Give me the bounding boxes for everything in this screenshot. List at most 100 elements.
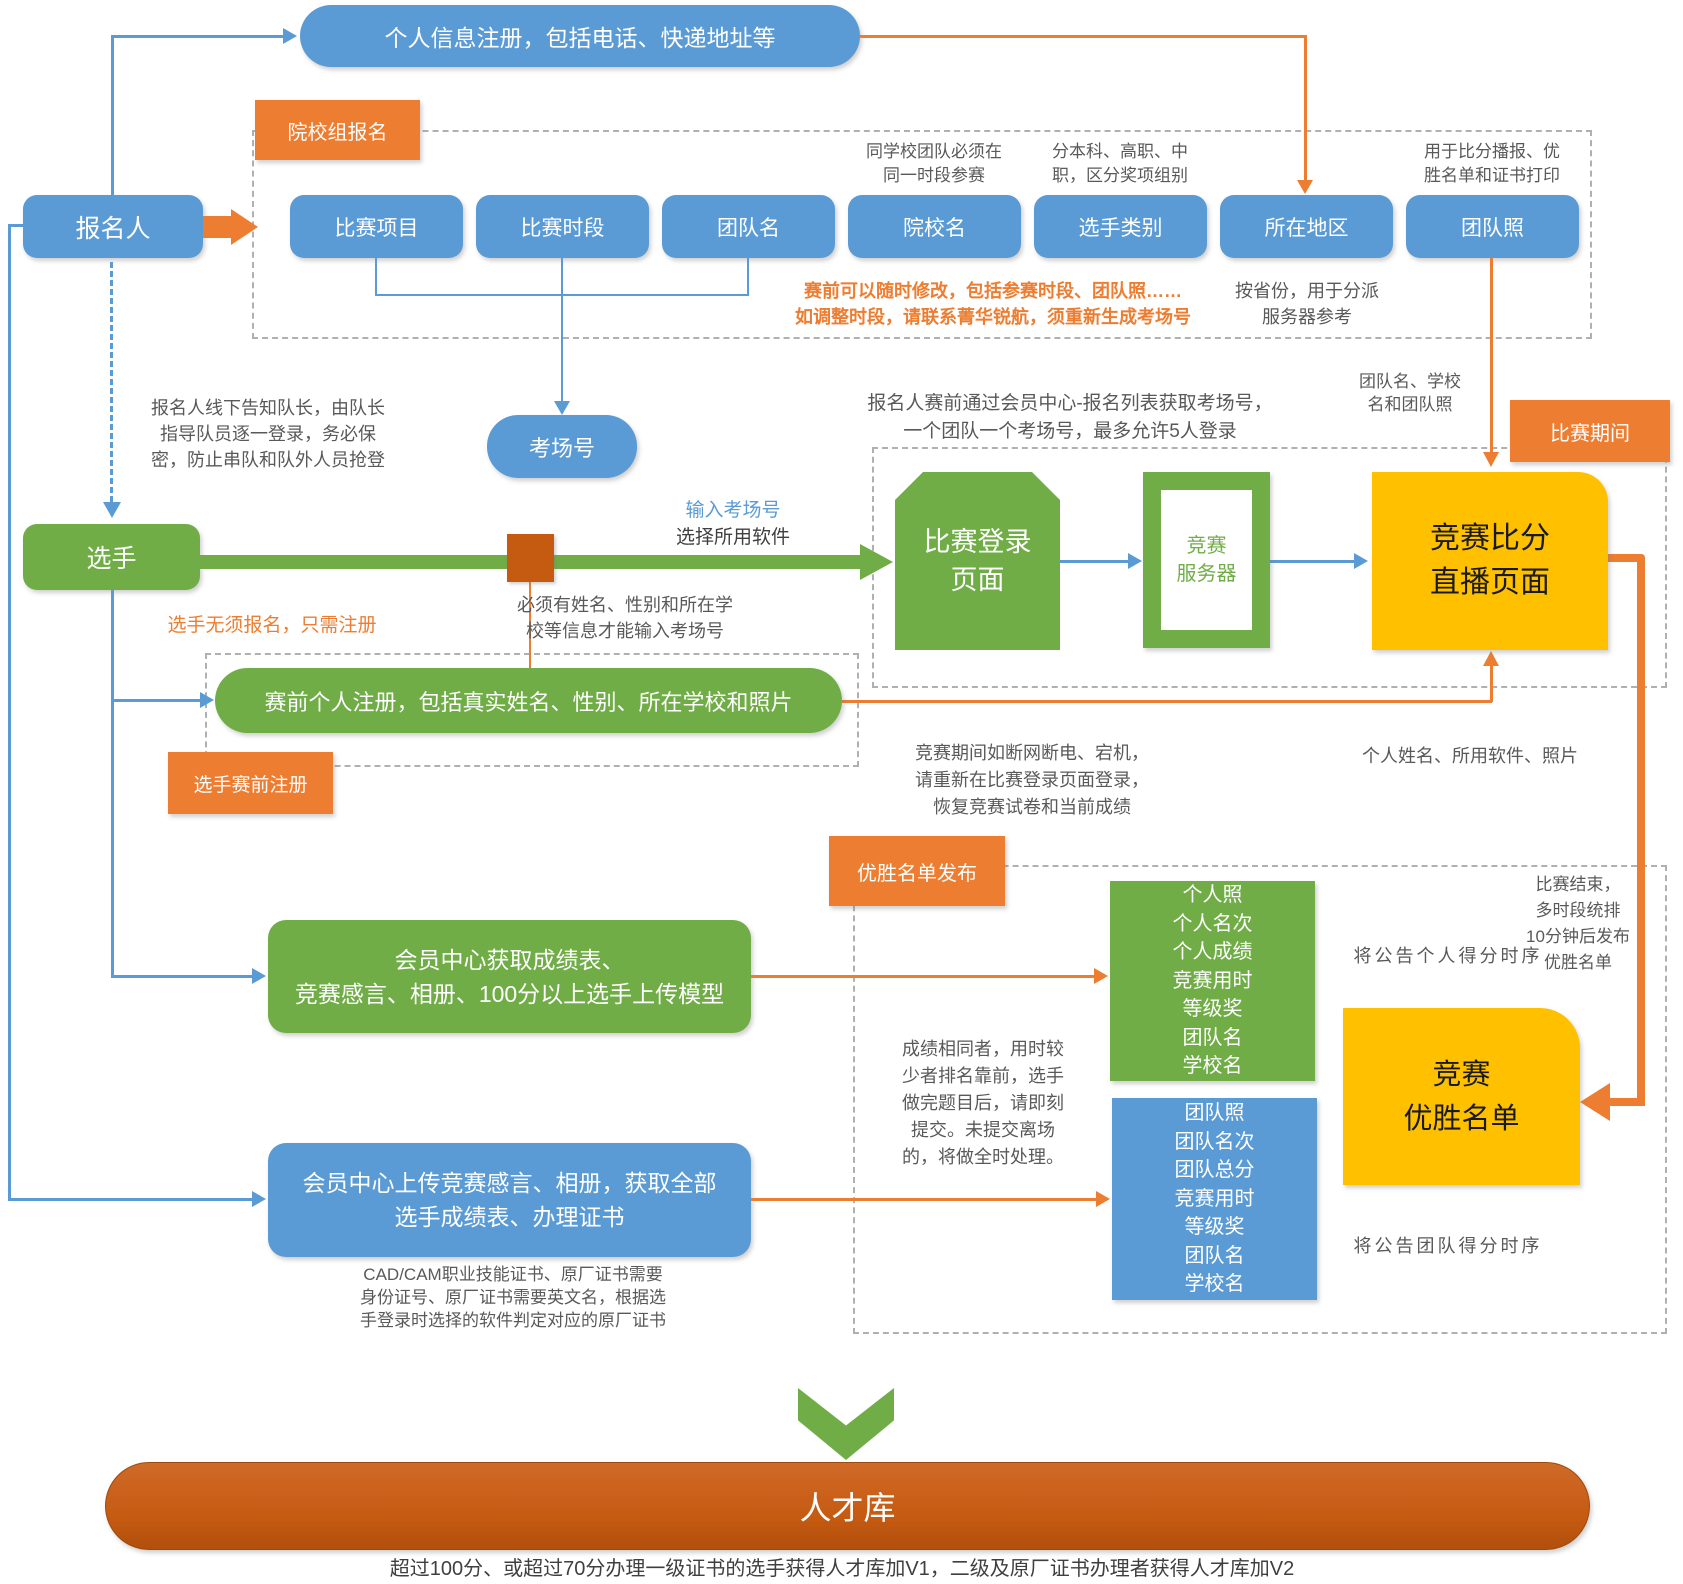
connector-into-winners-h (1608, 1098, 1645, 1106)
field-school-name: 院校名 (848, 195, 1021, 258)
team-result-item: 团队照 (1184, 1102, 1245, 1125)
note-enter-room: 输入考场号 (633, 495, 833, 522)
note-team-rank: 将公告团队得分时序 (1298, 1232, 1598, 1258)
group-school-registration-label: 院校组报名 (255, 100, 420, 160)
fat-arrow-registrant-body (203, 216, 231, 238)
note-must-info-l1: 必须有姓名、性别和所在学 (517, 595, 733, 615)
note-must-info-l2: 校等信息才能输入考场号 (526, 621, 724, 641)
team-result-item: 团队名次 (1174, 1130, 1255, 1153)
note-team-school-photo-l1: 团队名、学校 (1359, 372, 1461, 391)
player-label: 选手 (86, 545, 137, 573)
server-l1: 竞赛 (1186, 535, 1227, 557)
note-disconnect: 竞赛期间如断网断电、宕机， 请重新在比赛登录页面登录， 恢复竞赛试卷和当前成绩 (872, 740, 1192, 821)
note-province-l2: 服务器参考 (1262, 307, 1352, 327)
connector-teamphoto-to-live (1490, 258, 1493, 454)
note-cert-l2: 身份证号、原厂证书需要英文名，根据选 (360, 1288, 666, 1307)
field-region-label: 所在地区 (1264, 216, 1349, 240)
fat-arrow-registrant-head (231, 209, 258, 245)
team-result-item: 团队总分 (1174, 1159, 1255, 1182)
winners-publish-text: 优胜名单发布 (857, 862, 977, 885)
note-category-l2: 职，区分奖项组别 (1052, 166, 1188, 185)
note-tie-l4: 提交。未提交离场 (911, 1120, 1055, 1140)
personal-info-node: 个人信息注册，包括电话、快递地址等 (300, 5, 860, 67)
note-modify-l2: 如调整时段，请联系菁华锐航，须重新生成考场号 (795, 307, 1191, 327)
personal-info-label: 个人信息注册，包括电话、快递地址等 (384, 25, 776, 51)
note-no-registration-text: 选手无须报名，只需注册 (167, 615, 377, 636)
connector-registrant-to-personal-info-h (111, 35, 283, 38)
personal-result-item: 团队名 (1182, 1026, 1243, 1049)
note-province-l1: 按省份，用于分派 (1235, 281, 1379, 301)
personal-result-item: 个人成绩 (1172, 941, 1253, 964)
note-get-room-l1: 报名人赛前通过会员中心-报名列表获取考场号， (867, 393, 1273, 414)
member-upload-l2: 选手成绩表、办理证书 (394, 1204, 625, 1230)
member-get-node: 会员中心获取成绩表、竞赛感言、相册、100分以上选手上传模型 (268, 920, 751, 1033)
connector-personal-info-to-region-h (860, 35, 1307, 38)
note-personal-rank: 将公告个人得分时序 (1298, 942, 1598, 968)
pre-registration-label: 赛前个人注册，包括真实姓名、性别、所在学校和照片 (264, 689, 793, 715)
member-get-l1: 会员中心获取成绩表、 (394, 946, 625, 973)
field-player-category-label: 选手类别 (1078, 216, 1163, 240)
note-bottom: 超过100分、或超过70分办理一级证书的选手获得人才库加V1，二级及原厂证书办理… (242, 1552, 1442, 1581)
field-timeslot: 比赛时段 (476, 195, 649, 258)
note-disconnect-l2: 请重新在比赛登录页面登录， (915, 770, 1149, 790)
arrow-into-live (1354, 553, 1368, 569)
personal-result-item: 个人照 (1182, 884, 1243, 907)
connector-server-to-live (1270, 560, 1356, 563)
note-offline-l2: 指导队员逐一登录，务必保 (160, 424, 376, 444)
field-school-name-label: 院校名 (903, 216, 966, 240)
arrow-into-prereg (200, 692, 214, 708)
connector-personal-info-to-region-v (1304, 35, 1307, 180)
field-team-name: 团队名 (662, 195, 835, 258)
group-winner-publish-frame (853, 865, 1667, 1334)
winners-node: 竞赛优胜名单 (1343, 1008, 1580, 1185)
field-region: 所在地区 (1220, 195, 1393, 258)
pre-registration-tag: 选手赛前注册 (168, 752, 333, 814)
note-team-school-photo: 团队名、学校 名和团队照 (1330, 370, 1490, 416)
note-tie: 成绩相同者，用时较 少者排名靠前，选手 做完题目后，请即刻 提交。未提交离场 的… (858, 1036, 1108, 1171)
note-disconnect-l3: 恢复竞赛试卷和当前成绩 (933, 797, 1131, 817)
team-result-item: 学校名 (1184, 1273, 1245, 1296)
arrow-into-personal-list (1094, 968, 1108, 984)
arrow-into-exam-room (554, 401, 570, 415)
note-disconnect-l1: 竞赛期间如断网断电、宕机， (915, 743, 1149, 763)
connector-timeslot-down (561, 258, 563, 403)
connector-player-down-v (111, 590, 114, 977)
connector-event-down (375, 258, 377, 295)
note-end-publish: 比赛结束， 多时段统排 10分钟后发布 优胜名单 (1498, 872, 1658, 976)
note-personal-info-items: 个人姓名、所用软件、照片 (1310, 742, 1630, 768)
winners-l1: 竞赛 (1432, 1058, 1491, 1091)
connector-player-to-get-h (111, 975, 254, 978)
arrow-into-region (1297, 180, 1313, 194)
note-end-publish-l3: 10分钟后发布 (1526, 927, 1630, 946)
note-tie-l1: 成绩相同者，用时较 (902, 1039, 1064, 1059)
arrow-into-player (103, 502, 121, 518)
note-province: 按省份，用于分派 服务器参考 (1207, 278, 1407, 330)
field-team-name-label: 团队名 (717, 216, 780, 240)
field-team-photo: 团队照 (1406, 195, 1579, 258)
arrow-into-get (252, 968, 266, 984)
arrow-prereg-into-live (1483, 651, 1499, 666)
note-offline: 报名人线下告知队长，由队长 指导队员逐一登录，务必保 密，防止串队和队外人员抢登 (118, 395, 418, 473)
note-same-school-l2: 同一时段参赛 (883, 166, 985, 185)
registrant-label: 报名人 (75, 214, 151, 243)
note-team-school-photo-l2: 名和团队照 (1367, 395, 1453, 414)
note-tie-l2: 少者排名靠前，选手 (902, 1066, 1064, 1086)
arrow-into-personal-info (283, 28, 297, 44)
field-team-photo-label: 团队照 (1461, 216, 1524, 240)
team-result-list: 团队照 团队名次 团队总分 竞赛用时 等级奖 团队名 学校名 (1112, 1098, 1317, 1300)
note-personal-info-items-text: 个人姓名、所用软件、照片 (1362, 746, 1578, 766)
server-l2: 服务器 (1176, 563, 1237, 585)
player-node: 选手 (23, 524, 200, 590)
connector-upload-to-team-list (751, 1198, 1098, 1201)
note-cert-l1: CAD/CAM职业技能证书、原厂证书需要 (363, 1265, 663, 1284)
connector-login-to-server (1060, 560, 1130, 563)
server-node: 竞赛服务器 (1143, 472, 1270, 648)
talent-pool-node: 人才库 (105, 1462, 1590, 1550)
arrow-into-login (860, 544, 893, 580)
arrow-into-winners (1580, 1083, 1610, 1121)
member-upload-node: 会员中心上传竞赛感言、相册，获取全部选手成绩表、办理证书 (268, 1143, 751, 1257)
note-tie-l5: 的，将做全时处理。 (902, 1147, 1064, 1167)
connector-registrant-to-player (110, 262, 113, 502)
note-team-rank-text: 将公告团队得分时序 (1353, 1236, 1543, 1256)
